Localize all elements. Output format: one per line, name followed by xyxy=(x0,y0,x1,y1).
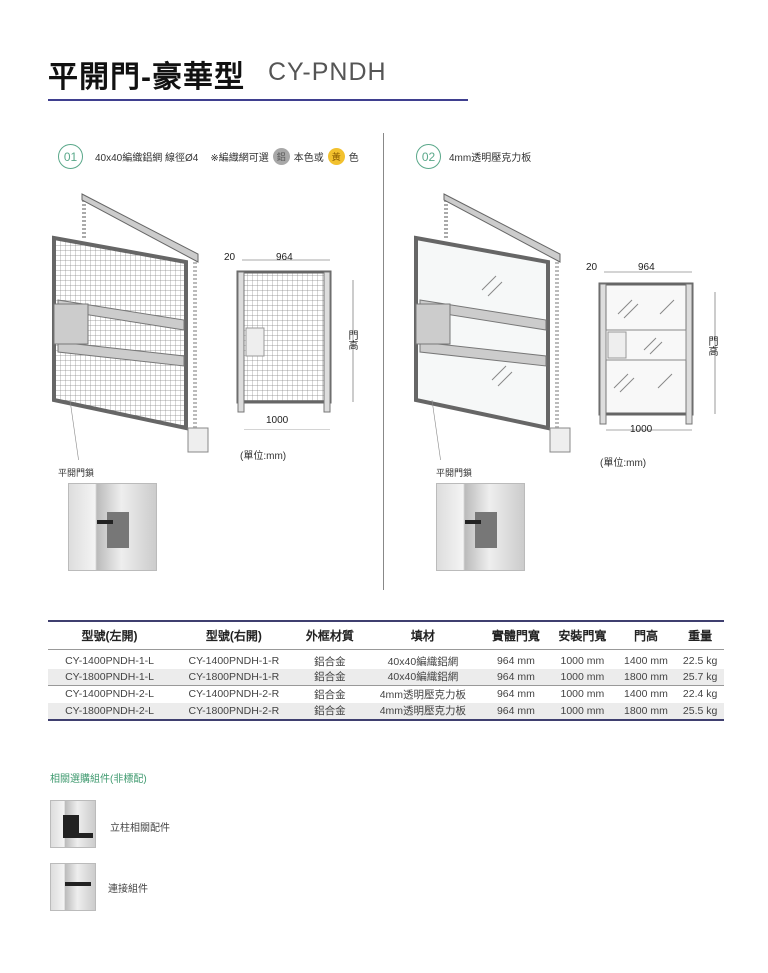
door-lock-photo xyxy=(436,483,525,571)
table-cell: 25.7 kg xyxy=(676,668,724,686)
lock-label: 平開門鎖 xyxy=(436,468,473,478)
accessory-label: 連接組件 xyxy=(108,884,148,895)
table-cell: CY-1400PNDH-1-R xyxy=(188,655,280,667)
table-cell: CY-1400PNDH-2-L xyxy=(48,685,172,703)
table-cell: 25.5 kg xyxy=(676,702,724,720)
section-1-text: 40x40編織鋁網 線徑Ø4 xyxy=(95,153,199,164)
table-cell: 964 mm xyxy=(482,702,550,720)
table-cell: 22.5 kg xyxy=(682,655,718,667)
section-1-mid: 本色或 xyxy=(293,153,324,164)
door-height-label: 門高 xyxy=(706,336,717,356)
section-1-end: 色 xyxy=(348,153,359,164)
aluminum-color-chip: 鋁 xyxy=(272,148,290,165)
lock-label: 平開門鎖 xyxy=(58,468,95,478)
table-cell: CY-1800PNDH-1-L xyxy=(48,668,172,686)
table-cell: 1400 mm xyxy=(624,655,668,667)
table-cell: 964 mm xyxy=(482,668,550,686)
dim-total: 1000 xyxy=(630,424,653,435)
accessory-label: 立柱相關配件 xyxy=(110,823,170,834)
section-2-text: 4mm透明壓克力板 xyxy=(449,153,532,164)
table-cell: 4mm透明壓克力板 xyxy=(363,702,483,720)
table-cell: 40x40編織鋁網 xyxy=(387,655,459,668)
table-cell: 964 mm xyxy=(496,655,535,667)
section-1-note: ※編織網可選 xyxy=(210,153,269,164)
acrylic-gate-isometric-drawing xyxy=(414,193,571,460)
section-number-badge: 02 xyxy=(416,144,441,169)
table-cell: CY-1800PNDH-2-R xyxy=(171,702,297,720)
spec-table: 型號(左開) 型號(右開) 外框材質 填材 實體門寬 安裝門寬 門高 重量 CY… xyxy=(48,620,724,721)
table-cell: 1000 mm xyxy=(549,702,616,720)
table-row: CY-1400PNDH-1-L CY-1400PNDH-1-R 鋁合金 40x40編織… xyxy=(48,649,724,669)
dim-frame: 20 xyxy=(224,252,236,263)
table-cell: 1400 mm xyxy=(615,685,677,703)
dim-width: 964 xyxy=(638,262,655,273)
table-cell: 鋁合金 xyxy=(296,668,364,686)
column-divider xyxy=(383,133,384,590)
accessories-heading: 相關選購組件(非標配) xyxy=(50,774,147,785)
col-header: 實體門寬 xyxy=(482,621,550,650)
yellow-color-chip: 黃 xyxy=(327,148,345,165)
col-header: 外框材質 xyxy=(296,621,364,650)
col-header: 型號(右開) xyxy=(171,621,297,650)
table-cell: 1800 mm xyxy=(615,668,677,686)
table-cell: CY-1800PNDH-1-R xyxy=(171,668,297,686)
table-cell: 鋁合金 xyxy=(314,655,346,668)
table-cell: CY-1800PNDH-2-L xyxy=(48,702,172,720)
table-cell: 964 mm xyxy=(482,685,550,703)
col-header: 型號(左開) xyxy=(48,621,172,650)
section-1-header: 01 40x40編織鋁網 線徑Ø4 ※編織網可選 鋁 本色或 黃 色 xyxy=(58,144,359,169)
mesh-gate-front-view xyxy=(236,259,354,430)
table-cell: 1000 mm xyxy=(560,655,605,667)
table-cell: 4mm透明壓克力板 xyxy=(363,685,483,703)
table-cell: 1800 mm xyxy=(615,702,677,720)
table-cell: 1000 mm xyxy=(549,668,616,686)
unit-label: (單位:mm) xyxy=(240,451,287,462)
table-cell: CY-1400PNDH-2-R xyxy=(171,685,297,703)
table-cell: 鋁合金 xyxy=(296,685,364,703)
unit-label: (單位:mm) xyxy=(600,458,647,469)
dim-frame: 20 xyxy=(586,262,598,273)
table-cell: CY-1400PNDH-1-L xyxy=(65,655,154,667)
dim-width: 964 xyxy=(276,252,293,263)
table-cell: 1000 mm xyxy=(549,685,616,703)
col-header: 安裝門寬 xyxy=(549,621,616,650)
door-height-label: 門高 xyxy=(346,330,357,350)
table-header-row: 型號(左開) 型號(右開) 外框材質 填材 實體門寬 安裝門寬 門高 重量 xyxy=(48,621,724,650)
connector-accessory-photo xyxy=(50,863,96,911)
acrylic-gate-front-view xyxy=(598,271,716,431)
model-code: CY-PNDH xyxy=(268,58,387,86)
col-header: 填材 xyxy=(363,621,483,650)
table-cell: 22.4 kg xyxy=(676,685,724,703)
section-number-badge: 01 xyxy=(58,144,83,169)
col-header: 重量 xyxy=(676,621,724,650)
section-2-header: 02 4mm透明壓克力板 xyxy=(416,144,531,169)
post-accessory-photo xyxy=(50,800,96,848)
table-cell: 40x40編織鋁網 xyxy=(363,668,483,686)
door-lock-photo xyxy=(68,483,157,571)
table-cell: 鋁合金 xyxy=(296,702,364,720)
mesh-gate-isometric-drawing xyxy=(52,193,209,460)
page-title: 平開門-豪華型 xyxy=(48,61,245,94)
col-header: 門高 xyxy=(615,621,677,650)
title-divider xyxy=(48,99,468,101)
dim-total: 1000 xyxy=(266,415,289,426)
